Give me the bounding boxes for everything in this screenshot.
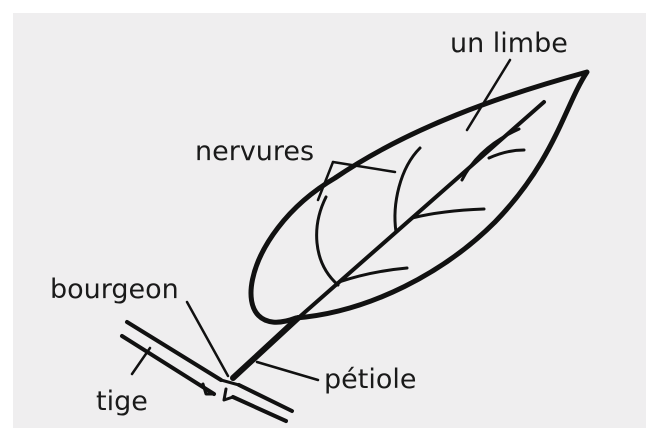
label-veins: nervures <box>195 138 314 165</box>
secondary-veins <box>317 129 524 285</box>
petiole-shape <box>233 318 298 378</box>
label-leader-lines <box>132 60 510 380</box>
label-bud: bourgeon <box>50 276 179 303</box>
label-blade: un limbe <box>450 30 568 57</box>
label-petiole: pétiole <box>324 366 416 393</box>
label-stem: tige <box>96 388 148 415</box>
